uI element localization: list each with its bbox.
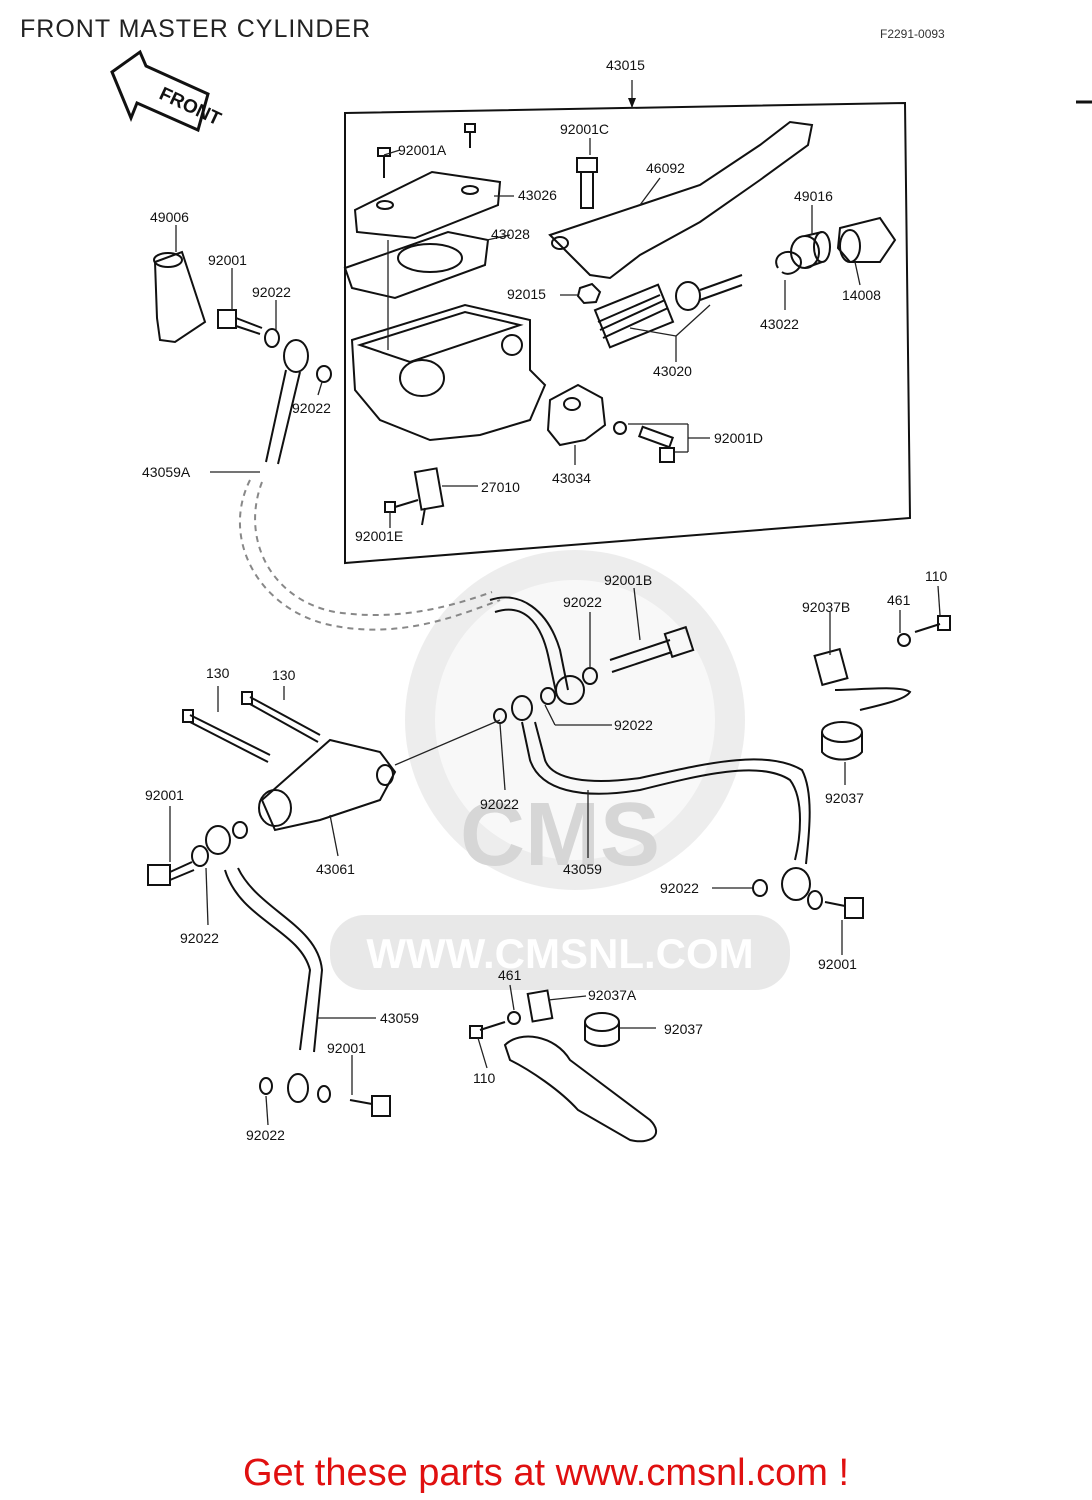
label-14008: 14008 (842, 287, 881, 303)
washer-union-a (540, 687, 556, 705)
left-brake-hose-43059 (205, 821, 331, 1103)
pivot-bolt-92001C (576, 157, 598, 209)
label-92001-left: 92001 (145, 787, 184, 803)
promo-link[interactable]: Get these parts at www.cmsnl.com ! (242, 1452, 850, 1494)
label-92037-right: 92037 (825, 790, 864, 806)
brake-lever (548, 120, 814, 280)
front-direction-arrow: FRONT (110, 49, 224, 133)
label-43026: 43026 (518, 187, 557, 203)
piston-43020 (675, 274, 743, 311)
label-92022-left: 92022 (180, 930, 219, 946)
diagram-reference-code: F2291-0093 (880, 27, 945, 41)
label-43028: 43028 (491, 226, 530, 242)
reservoir-cap (353, 170, 502, 240)
label-130-a: 130 (206, 665, 230, 681)
reservoir-diaphragm (343, 230, 490, 300)
page-title: FRONT MASTER CYLINDER (20, 15, 372, 43)
leader-lines (169, 138, 941, 1126)
label-92022-union-b: 92022 (614, 717, 653, 733)
label-92022-union-c: 92022 (480, 796, 519, 812)
label-92001C: 92001C (560, 121, 609, 137)
label-92015: 92015 (507, 286, 546, 302)
label-461-upper: 461 (887, 592, 911, 608)
spring-43020 (593, 283, 675, 349)
banjo-bolt-lower (349, 1095, 391, 1117)
label-130-b: 130 (272, 667, 296, 683)
label-27010: 27010 (481, 479, 520, 495)
bolts-130 (182, 691, 321, 763)
label-43059A: 43059A (142, 464, 191, 480)
label-92001D: 92001D (714, 430, 763, 446)
banjo-bolt-upper (217, 309, 280, 348)
label-43059-right: 43059 (563, 861, 602, 877)
label-46092: 46092 (646, 160, 685, 176)
label-110-upper: 110 (925, 568, 948, 584)
cms-watermark: CMS WWW.CMSNL.COM (330, 550, 790, 990)
screw-92001E (384, 499, 419, 513)
union-bolt-92001B (609, 625, 695, 673)
label-92022-upper-a: 92022 (252, 284, 291, 300)
label-92001-upper: 92001 (208, 252, 247, 268)
circlip-43022 (775, 251, 802, 275)
label-92022-right: 92022 (660, 880, 699, 896)
label-43015: 43015 (606, 57, 645, 73)
label-43022: 43022 (760, 316, 799, 332)
master-cylinder-body (350, 240, 547, 442)
label-92022-union-a: 92022 (563, 594, 602, 610)
label-92022-upper-b: 92022 (292, 400, 331, 416)
label-92001-lower: 92001 (327, 1040, 366, 1056)
label-92022-lower: 92022 (246, 1127, 285, 1143)
label-92037B: 92037B (802, 599, 850, 615)
banjo-bolt-right (824, 897, 864, 919)
label-43061: 43061 (316, 861, 355, 877)
banjo-cover-49006 (153, 250, 207, 344)
label-49016: 49016 (794, 188, 833, 204)
nut-92015 (576, 282, 602, 305)
hose-clamp-92037A (469, 989, 658, 1143)
watermark-url: WWW.CMSNL.COM (366, 930, 753, 977)
dust-boot-49016 (790, 231, 831, 269)
label-92001E: 92001E (355, 528, 403, 544)
brake-union-43061 (258, 719, 501, 832)
holder-43034 (546, 383, 607, 447)
right-brake-hose-43059 (521, 721, 823, 910)
grommet-92037-right (821, 721, 863, 761)
washer-union-b (511, 695, 533, 721)
upper-brake-hose-43059A (239, 339, 501, 631)
label-92037A: 92037A (588, 987, 637, 1003)
brake-switch-27010 (413, 467, 445, 526)
banjo-bolt-left (147, 845, 209, 886)
washer-union-c (493, 708, 507, 724)
label-92001-right: 92001 (818, 956, 857, 972)
label-92037-lower: 92037 (664, 1021, 703, 1037)
label-110-lower: 110 (473, 1070, 496, 1086)
watermark-brand: CMS (460, 785, 660, 885)
label-92001B: 92001B (604, 572, 652, 588)
label-49006: 49006 (150, 209, 189, 225)
master-cylinder-assembly-box (344, 101, 912, 565)
label-43020: 43020 (653, 363, 692, 379)
label-43034: 43034 (552, 470, 591, 486)
push-rod-14008 (836, 216, 897, 263)
label-92001A: 92001A (398, 142, 447, 158)
label-43059-left: 43059 (380, 1010, 419, 1026)
bolt-92001D (613, 421, 675, 463)
hose-clamp-92037B (813, 615, 951, 711)
hose-to-union (489, 596, 598, 705)
screw-92001A (377, 123, 476, 178)
grommet-92037-lower (584, 1012, 620, 1047)
label-461-lower: 461 (498, 967, 522, 983)
part-labels: 43015 92001A 92001C 46092 43026 43028 49… (142, 57, 948, 1143)
